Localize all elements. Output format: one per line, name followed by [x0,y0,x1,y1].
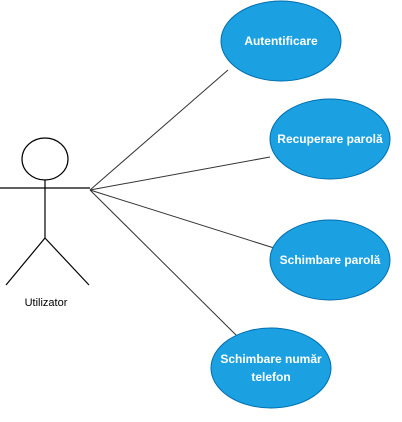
usecase-label: Schimbare parolă [280,253,381,267]
usecase-autentificare[interactable]: Autentificare [220,0,342,82]
usecase-label-line-2: telefon [251,370,290,384]
actor-left-leg [5,237,46,286]
usecase-label-line-1: Schimbare număr [220,352,322,366]
usecase-label: Autentificare [244,34,318,48]
usecase-ellipse [269,98,391,180]
association-line-schimbare-numar-telefon [89,189,239,338]
associations [89,69,275,338]
usecase-ellipse [210,327,332,409]
usecase-label: Recuperare parolă [277,132,383,146]
usecase-schimbare-numar-telefon[interactable]: Schimbare număr telefon [210,327,332,409]
usecase-ellipse [269,219,391,301]
usecase-schimbare-parola[interactable]: Schimbare parolă [269,219,391,301]
usecase-ellipse [220,0,342,82]
usecase-recuperare-parola[interactable]: Recuperare parolă [269,98,391,180]
actor-label: Utilizator [25,297,68,309]
association-line-autentificare [89,69,229,191]
actor-head [21,137,69,181]
association-line-recuperare-parola [89,156,271,191]
actor-utilizator[interactable]: Utilizator [0,137,90,309]
actor-right-leg [44,237,90,286]
association-line-schimbare-parola [89,189,275,249]
